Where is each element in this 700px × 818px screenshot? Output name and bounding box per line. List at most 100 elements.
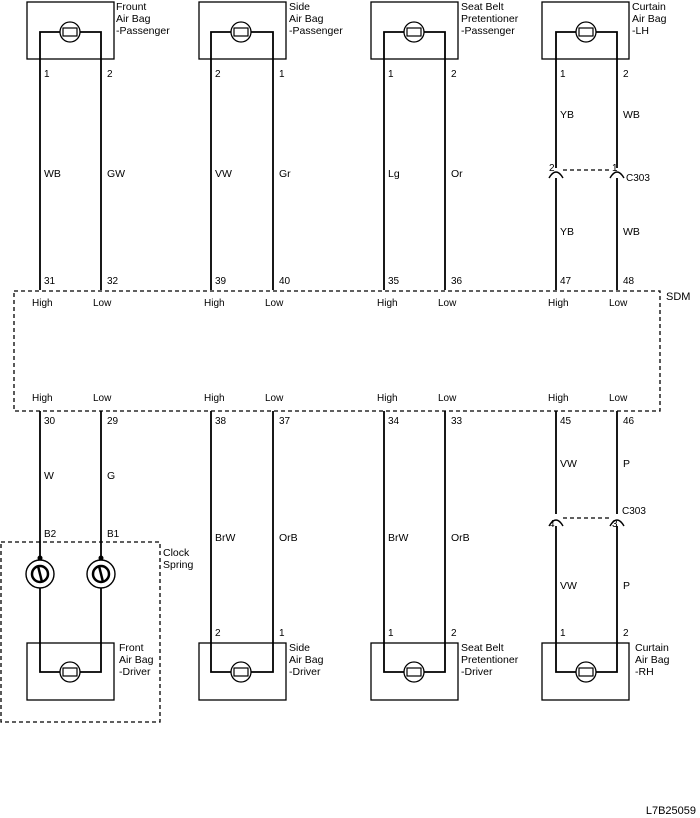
pin-label: 2 [107,69,113,80]
front-air-bag-passenger: Frount Air Bag -Passenger 1 2 WB GW 31 3… [26,1,170,309]
sdm-module-box [13,290,661,412]
sdm-terminal-label: High [204,298,225,309]
wire-color-label: Lg [388,168,400,180]
sdm-terminal-label: High [32,298,53,309]
wire-pair [383,411,446,673]
seat-belt-pretentioner-driver: Seat Belt Pretentioner -Driver High Low … [370,393,519,701]
clock-spring-label-line2: Spring [163,559,194,571]
component-name-line1: Curtain [632,1,666,13]
wire-color-label: VW [560,580,577,592]
sdm-pin-label: 32 [107,276,119,287]
connector-pin-label: 2 [549,163,555,174]
wire-pair-upper [555,31,618,168]
squib-element [406,667,422,677]
junction-dot [37,555,43,561]
component-name-line2: Air Bag [632,13,667,25]
component-box [370,1,459,60]
sdm-pin-label: 39 [215,276,227,287]
diagram-code: L7B25059 [646,805,696,817]
wire-color-label: WB [623,109,640,121]
wire-color-label: VW [560,458,577,470]
pin-label: 2 [451,628,457,639]
sdm-terminal-label: High [548,393,569,404]
component-name-line2: Air Bag [116,13,151,25]
sdm-terminal-label: High [204,393,225,404]
seat-belt-pretentioner-passenger: Seat Belt Pretentioner -Passenger 1 2 Lg… [370,1,519,309]
sdm-pin-label: 35 [388,276,400,287]
pin-label: 1 [279,69,285,80]
wire-pair [210,411,274,673]
sdm-terminal-label: Low [265,393,284,404]
wire-color-label: G [107,470,115,482]
wire-color-label: VW [215,168,232,180]
sdm-pin-label: 31 [44,276,56,287]
component-name-line2: Pretentioner [461,13,519,25]
squib-element [62,667,78,677]
connector-pin-label: 1 [612,163,618,174]
component-box [370,642,459,701]
component-name-line1: Side [289,642,310,654]
spring-pin-label: B1 [107,529,120,540]
sdm-label: SDM [666,291,690,303]
component-box [26,642,115,701]
component-name-line2: Air Bag [289,13,324,25]
component-name-line2: Air Bag [289,654,324,666]
component-box [541,1,630,60]
wire-color-label: Or [451,168,463,180]
wire-pair [383,31,446,290]
squib-element [406,27,422,37]
component-name-line3: -Passenger [461,25,515,37]
squib-element [578,667,594,677]
side-air-bag-driver: Side Air Bag -Driver High Low 38 37 BrW … [198,393,324,701]
pin-label: 2 [451,69,457,80]
component-name-line3: -Driver [119,666,151,678]
component-name-line1: Side [289,1,310,13]
wire-color-label: OrB [279,532,298,544]
sdm-pin-label: 48 [623,276,635,287]
sdm-terminal-label: High [377,393,398,404]
component-box [198,1,287,60]
wire-color-label: Gr [279,168,291,180]
squib-element [62,27,78,37]
sdm-pin-label: 30 [44,416,56,427]
component-name-line3: -LH [632,25,649,37]
sdm-pin-label: 45 [560,416,572,427]
sdm-terminal-label: Low [265,298,284,309]
component-name-line1: Seat Belt [461,1,504,13]
clock-spring-box [0,541,161,723]
curtain-air-bag-lh: 2 1 C303 Curtain Air Bag -LH 1 2 YB WB Y… [541,1,667,309]
pin-label: 2 [215,69,221,80]
connector-c303-label: C303 [622,506,646,517]
sdm-terminal-label: Low [609,393,628,404]
junction-dot [98,555,104,561]
curtain-air-bag-rh: 4 3 C303 Curtain Air Bag -RH High Low 45… [541,393,670,701]
wire-pair-upper [555,411,618,514]
sdm-pin-label: 47 [560,276,572,287]
sdm-terminal-label: Low [438,393,457,404]
sdm-pin-label: 33 [451,416,463,427]
wire-pair-lower [555,526,618,673]
wire-color-label: WB [44,168,61,180]
wire-color-label: YB [560,226,574,238]
component-name-line3: -Passenger [289,25,343,37]
pin-label: 2 [215,628,221,639]
component-name-line1: Front [119,642,144,654]
sdm-pin-label: 38 [215,416,227,427]
wire-pair [210,31,274,290]
component-name-line2: Air Bag [119,654,154,666]
pin-label: 1 [560,628,566,639]
component-name-line3: -Passenger [116,25,170,37]
sdm-terminal-label: Low [438,298,457,309]
wire-color-label: P [623,458,630,470]
clock-spring-coil-icon [86,559,116,589]
wire-color-label: W [44,470,54,482]
wire-color-label: BrW [215,532,236,544]
pin-label: 1 [560,69,566,80]
clock-spring-coil-icon [25,559,55,589]
sdm-pin-label: 40 [279,276,291,287]
wire-color-label: YB [560,109,574,121]
component-name-line3: -RH [635,666,654,678]
sdm-pin-label: 37 [279,416,291,427]
component-name-line2: Air Bag [635,654,670,666]
